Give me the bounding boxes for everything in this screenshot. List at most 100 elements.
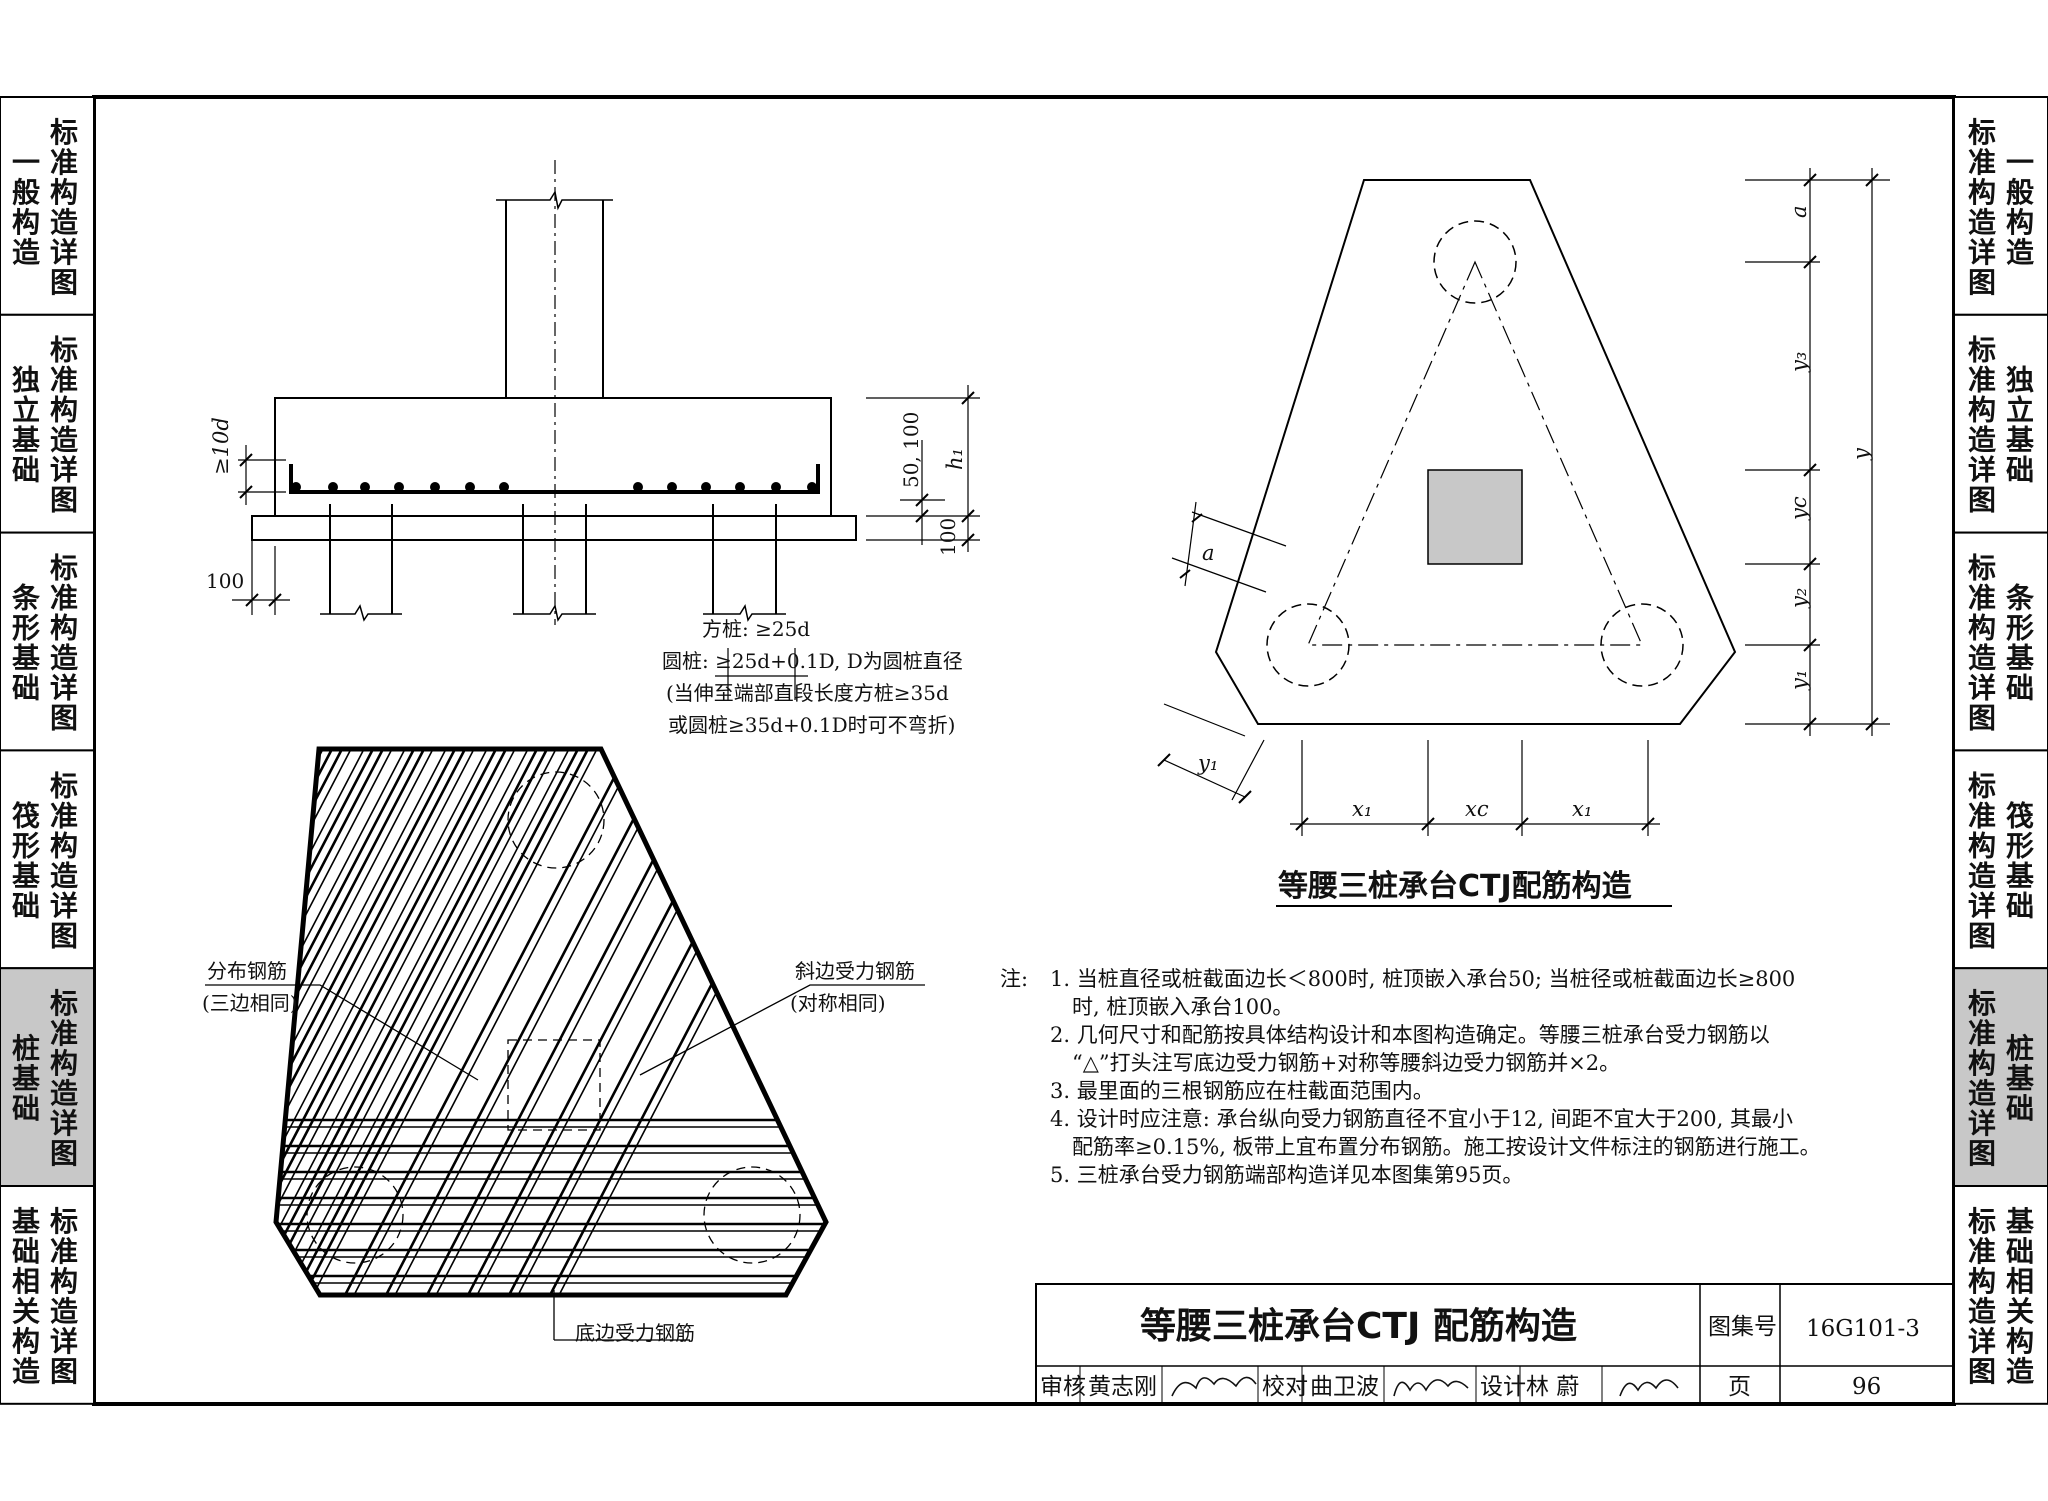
tab-sub-char: 造 [1968,859,1996,892]
tab-title-char: 础 [2006,1235,2034,1268]
tab-title-char: 础 [12,889,40,922]
tab-title-char: 础 [12,454,40,487]
tab-sub-char: 准 [50,364,78,397]
tab-sub-char: 详 [50,236,78,269]
dim-xc: xc [1465,797,1489,821]
dim-100-right: 100 [936,518,960,556]
tab-sub-char: 准 [1968,146,1996,179]
tab-sub-char: 构 [50,829,78,862]
tab-sub-char: 构 [50,1265,78,1298]
tab-title-char: 基 [2006,642,2034,675]
tab-title-char: 关 [12,1295,40,1328]
note-line: 5. 三桩承台受力钢筋端部构造详见本图集第95页。 [1050,1163,1523,1187]
anchor-note-line3: (当伸至端部直段长度方桩≥35d [666,681,949,705]
tab-sub-char: 图 [50,484,78,517]
tab-sub-char: 准 [50,582,78,615]
tab-sub-char: 准 [1968,799,1996,832]
plan-title: 等腰三桩承台CTJ配筋构造 [1278,869,1632,904]
plan-dimensions [1157,168,1890,836]
tab-sub-char: 图 [50,1137,78,1170]
rebar-dot [771,482,781,492]
tab-sub-char: 构 [1968,394,1996,427]
tab-title-char: 形 [2006,612,2034,645]
tab-title-char: 造 [12,1355,40,1388]
tab-sub-char: 造 [1968,206,1996,239]
note-line: 4. 设计时应注意: 承台纵向受力钢筋直径不宜小于12, 间距不宜大于200, … [1050,1107,1793,1131]
note-line: 2. 几何尺寸和配筋按具体结构设计和本图构造确定。等腰三桩承台受力钢筋以 [1050,1023,1770,1047]
tab-sub-char: 标 [1968,769,1996,802]
tab-sub-char: 造 [50,642,78,675]
tab-sub-char: 造 [1968,1295,1996,1328]
tab-title-char: 构 [12,206,40,239]
check-label: 校对 [1262,1374,1308,1400]
tab-sub-char: 标 [50,987,78,1020]
tab-sub-char: 准 [1968,364,1996,397]
rebar-dot [291,482,301,492]
dim-y1: y₁ [1787,670,1811,691]
tab-title-char: 础 [12,1092,40,1125]
tab-sub-char: 标 [1968,334,1996,367]
tab-title-char: 形 [2006,829,2034,862]
tab-sub-char: 构 [1968,1265,1996,1298]
tab-sub-char: 详 [1968,1107,1996,1140]
tab-title-char: 础 [12,672,40,705]
tab-sub-char: 造 [1968,642,1996,675]
tab-title-char: 础 [2006,672,2034,705]
rebar-dot [735,482,745,492]
tab-title-char: 基 [12,859,40,892]
tab-title-char: 造 [2006,1355,2034,1388]
tab-title-char: 般 [12,176,40,209]
tab-title-char: 一 [12,146,40,179]
tab-title-char: 独 [12,364,40,397]
tab-sub-char: 造 [50,1295,78,1328]
tab-title-char: 基 [12,424,40,457]
tab-sub-char: 造 [50,1077,78,1110]
dim-yc: yc [1787,496,1811,521]
tab-sub-char: 图 [50,266,78,299]
designer-name: 林 蔚 [1526,1374,1579,1400]
notes-block: 注:1. 当桩直径或桩截面边长＜800时, 桩顶嵌入承台50; 当桩径或桩截面边… [1000,967,1821,1187]
tab-title-char: 桩 [12,1032,40,1065]
section-rebar-dots [291,482,817,492]
tab-sub-char: 准 [1968,582,1996,615]
atlas-number: 16G101-3 [1806,1316,1920,1342]
tab-title-char: 形 [12,612,40,645]
label-distribution-rebar-note: (三边相同) [202,991,298,1015]
tab-sub-char: 图 [50,702,78,735]
tab-sub-char: 图 [1968,1137,1996,1170]
dim-y3: y₃ [1787,352,1811,373]
tab-sub-char: 图 [1968,919,1996,952]
rebar-dot [360,482,370,492]
tab-sub-char: 准 [1968,1017,1996,1050]
rebar-dot [633,482,643,492]
rebar-dot [667,482,677,492]
tab-title-char: 构 [2006,1325,2034,1358]
tab-sub-char: 详 [1968,236,1996,269]
tab-sub-char: 标 [1968,552,1996,585]
tab-title-char: 础 [2006,454,2034,487]
rebar-dot [394,482,404,492]
tab-title-char: 造 [12,236,40,269]
review-label: 审核 [1040,1374,1086,1400]
tab-title-char: 构 [2006,206,2034,239]
section-dimensions [232,385,980,700]
tab-sub-char: 造 [50,206,78,239]
tab-title-char: 相 [2006,1265,2034,1298]
tab-sub-char: 详 [1968,889,1996,922]
tab-title-char: 基 [2006,1205,2034,1238]
tab-title-char: 造 [2006,236,2034,269]
label-bottom-rebar: 底边受力钢筋 [575,1321,695,1345]
